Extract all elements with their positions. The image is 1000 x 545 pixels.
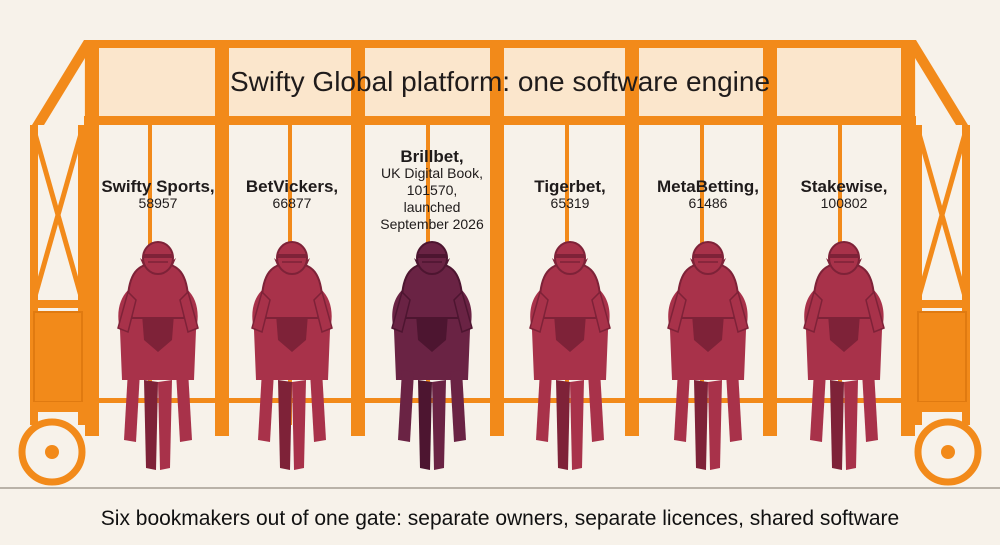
horse-leg	[418, 380, 432, 470]
bookmaker-detail: 58957	[138, 195, 178, 211]
jockey-visor	[277, 254, 307, 258]
horse-3	[391, 241, 473, 470]
horse-leg	[708, 380, 722, 470]
horse-leg	[830, 380, 844, 470]
right-wheel	[914, 418, 982, 486]
horse-leg	[556, 380, 570, 470]
stall-post-2	[215, 40, 229, 436]
right-tower-rail	[914, 300, 970, 308]
bookmaker-detail: 61486	[688, 195, 728, 211]
jockey-arm	[667, 290, 687, 334]
stall-post-1	[85, 40, 99, 436]
jockey-visor	[693, 254, 723, 258]
horse-leg	[310, 370, 326, 442]
horse-leg	[158, 380, 172, 470]
horse-2	[251, 241, 333, 470]
bookmaker-name: Brillbet,	[400, 147, 464, 166]
left-wheel	[18, 418, 86, 486]
bookmaker-name: BetVickers,	[245, 177, 339, 196]
bookmaker-name: Tigerbet,	[534, 177, 606, 196]
horses-and-jockeys	[117, 241, 885, 470]
jockey-visor	[555, 254, 585, 258]
right-tower-post-inner	[962, 125, 970, 425]
jockey-arm	[251, 290, 271, 334]
bookmaker-detail: UK Digital Book, 101570, launched Septem…	[380, 165, 484, 232]
horse-leg	[726, 370, 742, 442]
horse-leg	[124, 370, 140, 442]
horse-4	[529, 241, 611, 470]
left-tower-rail	[30, 300, 86, 308]
left-angle-brace	[32, 40, 96, 125]
left-wheel-hub	[45, 445, 59, 459]
jockey-arm	[803, 290, 823, 334]
horse-leg	[674, 370, 690, 442]
horse-leg	[432, 380, 446, 470]
horse-leg	[570, 380, 584, 470]
horse-leg	[144, 380, 158, 470]
jockey-arm	[179, 290, 199, 334]
stall-post-4	[490, 40, 504, 436]
bookmaker-detail: 100802	[820, 195, 868, 211]
horse-leg	[810, 370, 826, 442]
jockey-arm	[391, 290, 411, 334]
jockey-visor	[143, 254, 173, 258]
horse-leg	[278, 380, 292, 470]
bookmaker-label: Swifty Sports,58957	[98, 178, 218, 212]
bookmaker-label: Brillbet,UK Digital Book, 101570, launch…	[372, 148, 492, 233]
bookmaker-label: Tigerbet,65319	[510, 178, 630, 212]
jockey-arm	[865, 290, 885, 334]
right-wheel-hub	[941, 445, 955, 459]
horse-leg	[844, 380, 858, 470]
jockey-arm	[313, 290, 333, 334]
left-tower-post-outer	[30, 125, 38, 425]
horse-1	[117, 241, 199, 470]
horse-leg	[292, 380, 306, 470]
jockey-visor	[417, 254, 447, 258]
horse-6	[803, 241, 885, 470]
right-angle-brace	[904, 40, 968, 125]
horse-leg	[258, 370, 274, 442]
stall-post-5	[625, 40, 639, 436]
stall-post-6	[763, 40, 777, 436]
jockey-arm	[729, 290, 749, 334]
bookmaker-label: BetVickers,66877	[232, 178, 352, 212]
bookmaker-name: Stakewise,	[800, 177, 888, 196]
left-tower-post-inner	[78, 125, 86, 425]
jockey-visor	[829, 254, 859, 258]
left-tower-brace-b	[31, 129, 85, 301]
bookmaker-name: Swifty Sports,	[101, 177, 215, 196]
bookmaker-name: MetaBetting,	[657, 177, 759, 196]
horse-leg	[176, 370, 192, 442]
right-tower-brace-b	[915, 129, 969, 301]
right-tower-base	[914, 402, 970, 412]
diagram-caption: Six bookmakers out of one gate: separate…	[100, 507, 900, 530]
horse-leg	[450, 370, 466, 442]
jockey-arm	[529, 290, 549, 334]
right-tower-panel	[917, 311, 967, 403]
horse-leg	[588, 370, 604, 442]
horse-leg	[694, 380, 708, 470]
bookmaker-label: MetaBetting,61486	[648, 178, 768, 212]
bookmaker-detail: 65319	[550, 195, 590, 211]
right-tower-post-outer	[914, 125, 922, 425]
jockey-arm	[117, 290, 137, 334]
left-tower-base	[30, 402, 86, 412]
horse-leg	[536, 370, 552, 442]
bookmaker-detail: 66877	[272, 195, 312, 211]
jockey-arm	[591, 290, 611, 334]
bookmaker-label: Stakewise,100802	[784, 178, 904, 212]
diagram-title: Swifty Global platform: one software eng…	[229, 66, 771, 97]
left-tower-panel	[33, 311, 83, 403]
horse-5	[667, 241, 749, 470]
jockey-arm	[453, 290, 473, 334]
stall-post-7	[901, 40, 915, 436]
stall-post-3	[351, 40, 365, 436]
horse-leg	[862, 370, 878, 442]
horse-leg	[398, 370, 414, 442]
